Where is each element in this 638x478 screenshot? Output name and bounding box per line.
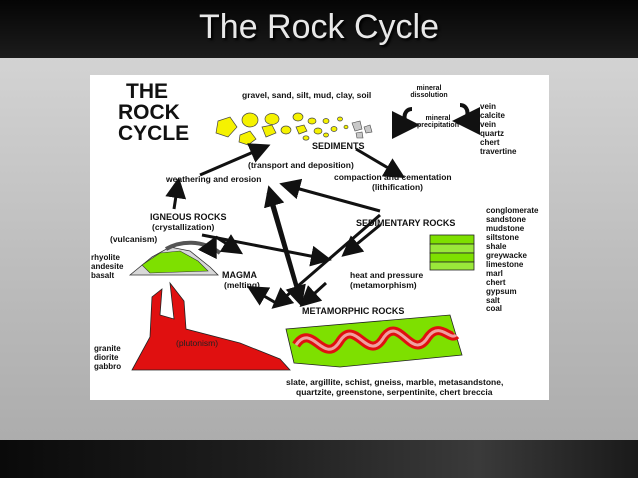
mineral-precipitation-label: mineral precipitation	[416, 115, 459, 130]
cycle-arrows	[165, 143, 406, 309]
arrow-sedimentary-to-heat	[341, 223, 381, 257]
list-item: vein	[480, 102, 497, 111]
list-item: salt	[486, 295, 500, 305]
arrow-metamorphic-to-magma	[246, 285, 277, 306]
sediments-label: SEDIMENTS	[312, 141, 365, 151]
crystallization-label: (crystallization)	[152, 222, 215, 232]
sedimentary-rock-list: conglomerate sandstone mudstone siltston…	[486, 206, 539, 314]
diagram-heading-line1: THE	[126, 80, 168, 103]
arrow-magma-to-igneous	[197, 235, 217, 260]
vulcanism-label: (vulcanism)	[110, 234, 158, 244]
list-item: travertine	[480, 146, 517, 156]
list-item: diorite	[94, 352, 119, 362]
list-item: sandstone	[486, 214, 527, 224]
diagram-heading-line2: ROCK	[118, 101, 180, 124]
precipitate-list: vein calcite vein quartz chert travertin…	[480, 102, 517, 157]
weathering-label: weathering and erosion	[166, 174, 262, 184]
list-item: greywacke	[486, 250, 527, 260]
plutonic-rock-list: granite diorite gabbro	[94, 344, 122, 372]
list-item: shale	[486, 241, 507, 251]
pluton-illustration	[131, 281, 291, 371]
list-item: vein	[480, 119, 497, 129]
sedimentary-rocks-label: SEDIMENTARY ROCKS	[356, 218, 456, 228]
arrow-igneous-to-weathering	[165, 177, 187, 210]
list-item: andesite	[91, 261, 124, 271]
arrow-heat-to-metamorphic	[299, 281, 328, 308]
list-item: quartz	[480, 128, 504, 138]
list-item: chert	[480, 137, 500, 147]
list-item: marl	[486, 268, 503, 278]
arrow-sedimentary-to-magma-melting	[271, 213, 381, 309]
list-item: gabbro	[94, 361, 122, 371]
transport-label: (transport and deposition)	[248, 160, 354, 170]
dissolution-arrow	[391, 107, 420, 139]
sediment-pebbles	[215, 112, 349, 146]
list-item: coal	[486, 304, 503, 314]
arrow-sedimentary-to-weathering	[279, 178, 381, 213]
arrow-weathering-to-metamorphic	[266, 192, 306, 307]
list-item: rhyolite	[91, 253, 120, 262]
list-item: mudstone	[486, 223, 525, 233]
metamorphic-list-line2: quartzite, greenstone, serpentinite, che…	[296, 387, 493, 397]
sedimentary-layers-illustration	[429, 234, 475, 271]
list-item: basalt	[91, 270, 115, 280]
sediment-gray-particles	[351, 120, 373, 139]
mineral-dissolution-label: mineral dissolution	[410, 85, 448, 100]
metamorphic-list-line1: slate, argillite, schist, gneiss, marble…	[286, 377, 504, 387]
arrow-weathering-to-sediments	[199, 143, 271, 177]
diagram-heading-line3: CYCLE	[118, 122, 190, 145]
list-item: calcite	[480, 110, 505, 120]
volcano-illustration	[128, 240, 222, 276]
heat-pressure-label: heat and pressure	[350, 270, 424, 280]
diagram-graphics	[128, 103, 481, 371]
metamorphic-rocks-label: METAMORPHIC ROCKS	[302, 306, 405, 316]
plutonism-label: (plutonism)	[176, 338, 219, 348]
magma-label: MAGMA	[222, 270, 257, 280]
lithification-label: (lithification)	[372, 182, 423, 192]
metamorphic-folds-illustration	[285, 314, 463, 368]
arrow-sediments-to-sedimentary	[355, 147, 406, 179]
igneous-rocks-label: IGNEOUS ROCKS	[150, 212, 227, 222]
list-item: conglomerate	[486, 206, 539, 215]
melting-label: (melting)	[224, 280, 260, 290]
list-item: granite	[94, 344, 121, 353]
rock-cycle-diagram: THE ROCK CYCLE gravel, sand, silt, mud, …	[90, 75, 549, 400]
footer-bar	[0, 440, 638, 478]
volcanic-rock-list: rhyolite andesite basalt	[91, 253, 124, 281]
list-item: chert	[486, 277, 506, 287]
list-item: siltstone	[486, 232, 519, 242]
list-item: limestone	[486, 259, 524, 269]
metamorphism-label: (metamorphism)	[350, 280, 417, 290]
slide-title: The Rock Cycle	[199, 8, 439, 46]
sediment-types-label: gravel, sand, silt, mud, clay, soil	[242, 90, 372, 100]
arrow-metamorphic-to-weathering	[264, 185, 304, 304]
compaction-label: compaction and cementation	[334, 172, 452, 182]
precipitation-arrow	[452, 103, 481, 135]
list-item: gypsum	[486, 286, 517, 296]
title-bar	[0, 0, 638, 58]
arrow-igneous-to-magma	[215, 234, 244, 255]
